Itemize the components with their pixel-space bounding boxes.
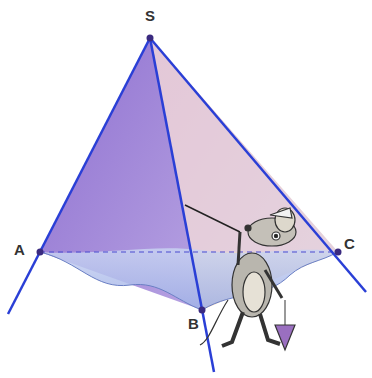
point (335, 249, 342, 256)
point-label: C (344, 236, 355, 251)
base-region (40, 248, 338, 310)
base-curve (40, 252, 338, 310)
point (37, 249, 44, 256)
edge-sb (150, 38, 214, 372)
point (199, 307, 206, 314)
point-label: A (14, 242, 25, 257)
point-label: S (145, 8, 155, 23)
hidden-edge (40, 251, 338, 252)
point (147, 35, 154, 42)
rat-cartoon (185, 205, 296, 350)
edge-sa (8, 38, 150, 314)
point-label: B (188, 316, 199, 331)
